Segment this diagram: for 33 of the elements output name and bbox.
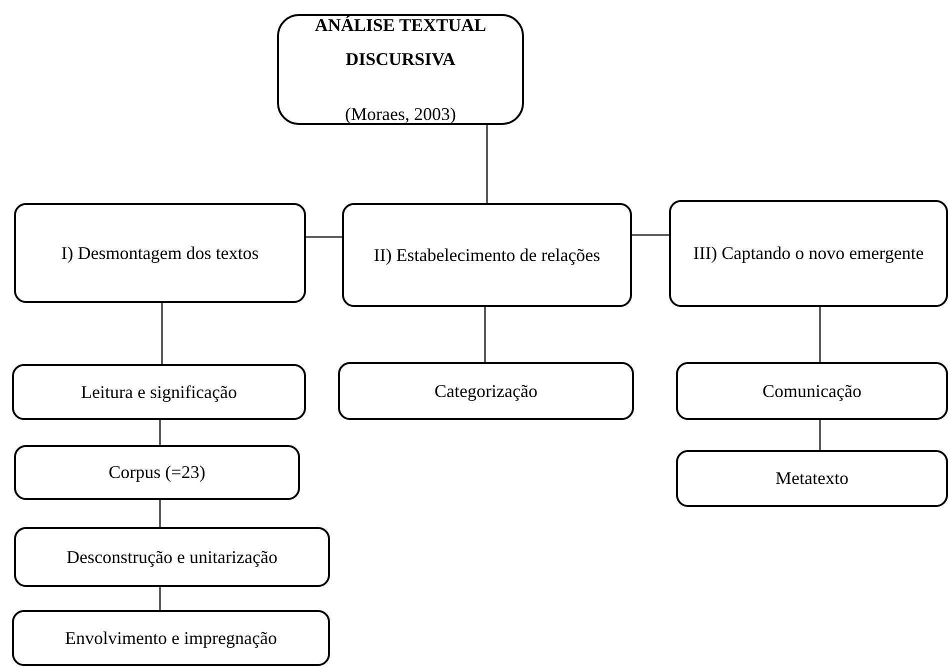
connector-line	[819, 420, 821, 450]
connector-line	[632, 234, 669, 236]
box-label: I) Desmontagem dos textos	[61, 242, 259, 265]
connector-line	[306, 236, 342, 238]
process-box	[676, 362, 948, 420]
box-label: Metatexto	[776, 467, 848, 490]
process-box	[669, 200, 948, 307]
box-label: Categorização	[434, 380, 538, 403]
connector-line	[159, 420, 161, 445]
box-label: Leitura e significação	[81, 380, 237, 404]
connector-line	[159, 500, 161, 527]
box-label: Envolvimento e impregnação	[65, 626, 277, 650]
connector-line	[819, 307, 821, 362]
connector-line	[161, 303, 163, 364]
title-text: ANÁLISE TEXTUAL DISCURSIVA	[314, 14, 488, 72]
process-box	[338, 362, 634, 420]
box-label: Desconstrução e unitarização	[66, 546, 278, 569]
process-box	[14, 527, 330, 587]
connector-line	[484, 307, 486, 362]
process-box	[12, 610, 330, 666]
box-label: Comunicação	[762, 380, 862, 403]
process-box	[14, 203, 306, 303]
process-box	[277, 14, 524, 125]
process-box	[14, 445, 300, 500]
box-label: II) Estabelecimento de relações	[374, 244, 600, 267]
box-label: Corpus (=23)	[108, 461, 206, 484]
process-box	[676, 450, 948, 507]
connector-line	[159, 587, 161, 610]
process-box	[342, 203, 632, 307]
box-label: (Moraes, 2003)	[345, 102, 456, 126]
box-label: III) Captando o novo emergente	[693, 242, 924, 266]
connector-line	[486, 125, 488, 203]
process-box	[12, 364, 306, 420]
